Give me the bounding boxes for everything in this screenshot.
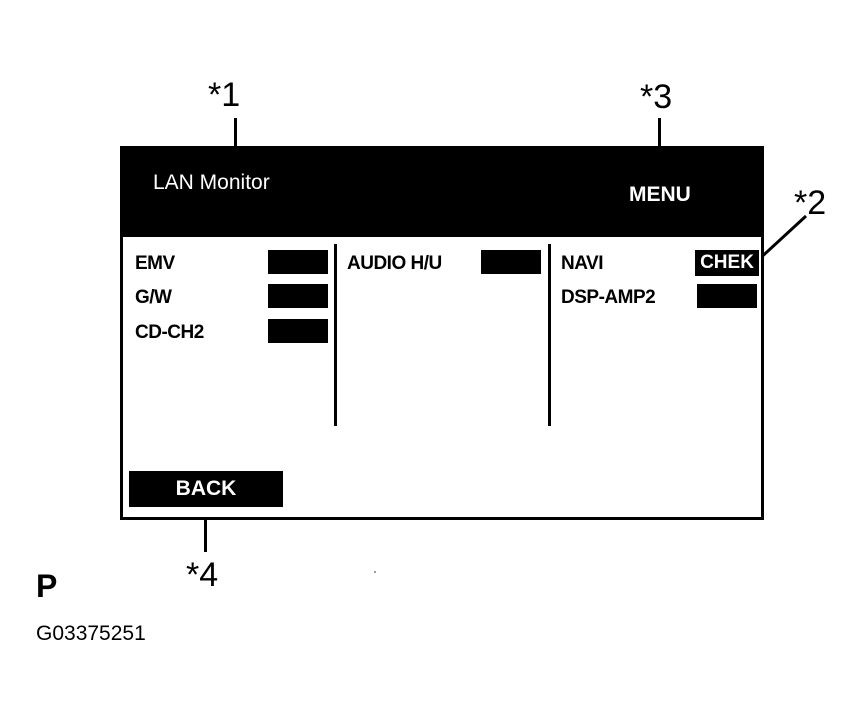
device-label-navi: NAVI	[561, 253, 603, 274]
device-status-audio-hu[interactable]	[481, 250, 541, 274]
column-divider	[334, 244, 337, 426]
device-status-emv[interactable]	[268, 250, 328, 274]
back-button[interactable]: BACK	[129, 471, 283, 507]
title-bar: LAN Monitor MENU	[123, 149, 761, 237]
leader-line-3	[658, 118, 661, 148]
callout-2: *2	[794, 184, 827, 222]
callout-3: *3	[640, 78, 673, 116]
callout-1: *1	[208, 76, 241, 114]
device-status-navi[interactable]: CHEK	[695, 250, 759, 276]
leader-line-4	[204, 504, 207, 552]
menu-button[interactable]: MENU	[629, 183, 691, 206]
device-label-dsp-amp2: DSP-AMP2	[561, 287, 656, 308]
device-status-cd-ch2[interactable]	[268, 319, 328, 343]
column-divider	[548, 244, 551, 426]
callout-4: *4	[186, 556, 219, 594]
device-label-gw: G/W	[135, 287, 172, 308]
device-label-cd-ch2: CD-CH2	[135, 322, 204, 343]
p-label: P	[36, 568, 58, 604]
screen-title: LAN Monitor	[153, 171, 270, 194]
device-label-audio-hu: AUDIO H/U	[347, 253, 442, 274]
scan-speck	[374, 571, 376, 573]
device-status-gw[interactable]	[268, 284, 328, 308]
leader-line-1	[234, 118, 237, 148]
device-label-emv: EMV	[135, 253, 175, 274]
figure-id: G03375251	[36, 622, 146, 645]
leader-line-2	[754, 214, 808, 264]
device-status-dsp-amp2[interactable]	[697, 284, 757, 308]
lan-monitor-screen: LAN Monitor MENU EMV G/W CD-CH2 AUDIO H/…	[120, 146, 764, 520]
